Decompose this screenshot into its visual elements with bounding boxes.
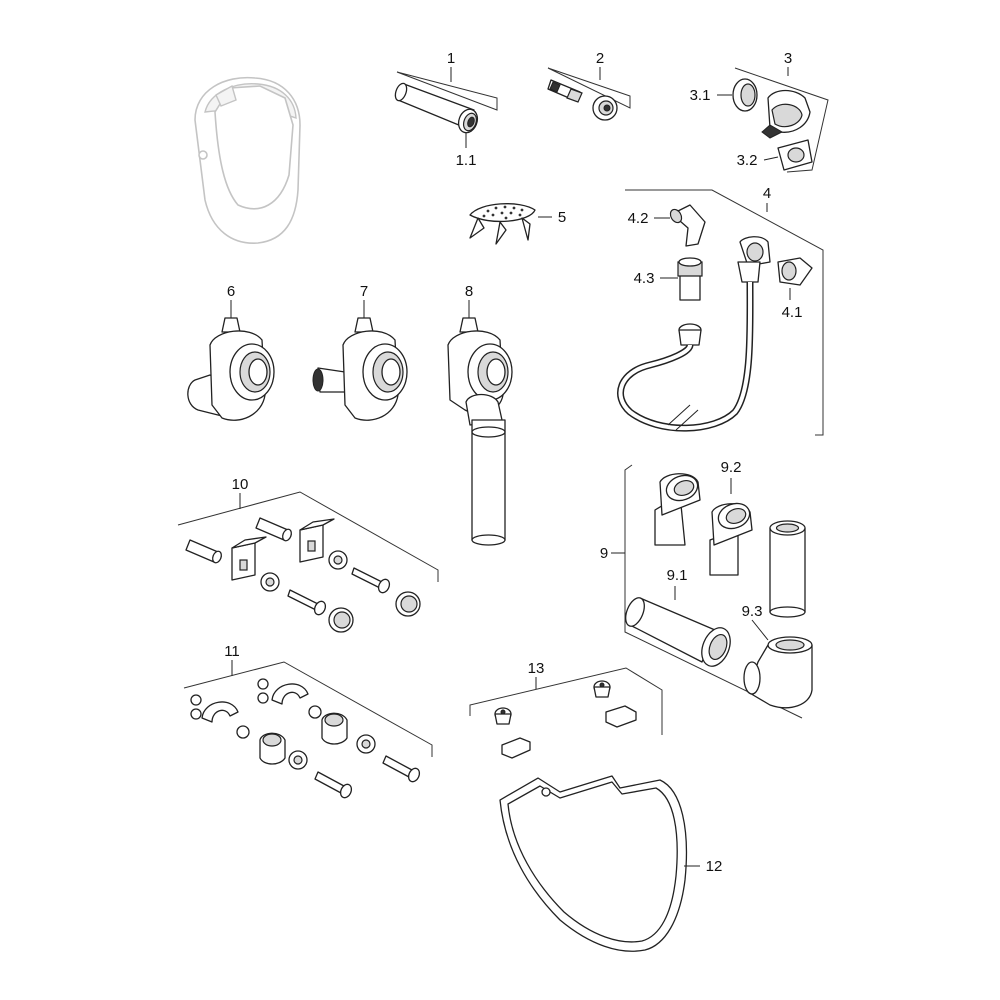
part-11-fixing-set: 11 xyxy=(183,643,433,799)
label-4: 4 xyxy=(763,185,771,202)
part-5-strainer: 5 xyxy=(469,203,566,245)
urinal-ghost-illustration xyxy=(194,76,301,244)
part-10-fixing-set: 10 xyxy=(177,476,439,633)
label-13: 13 xyxy=(528,660,545,677)
part-9-pipe-set: 9 9.1 9.2 9.3 xyxy=(600,459,813,719)
label-4-2: 4.2 xyxy=(628,210,649,227)
label-7: 7 xyxy=(360,283,368,300)
part-8-siphon-with-pipe: 8 xyxy=(447,283,513,546)
label-9: 9 xyxy=(600,545,608,562)
label-9-2: 9.2 xyxy=(721,459,742,476)
label-6: 6 xyxy=(227,283,235,300)
part-7-siphon: 7 xyxy=(312,283,408,421)
part-6-siphon: 6 xyxy=(187,283,275,421)
part-1-flush-pipe: 1 1.1 xyxy=(394,50,498,169)
label-3: 3 xyxy=(784,50,792,67)
part-2-connector-bolt: 2 xyxy=(547,50,631,121)
label-1-1: 1.1 xyxy=(456,152,477,169)
part-4-hose-set: 4 4.1 4.2 4.3 xyxy=(617,185,824,436)
label-12: 12 xyxy=(706,858,723,875)
label-1: 1 xyxy=(447,50,455,67)
label-4-3: 4.3 xyxy=(634,270,655,287)
part-12-cover: 12 xyxy=(499,775,723,952)
label-8: 8 xyxy=(465,283,473,300)
label-11: 11 xyxy=(224,643,240,660)
part-13-fittings: 13 xyxy=(469,660,663,759)
label-9-1: 9.1 xyxy=(667,567,688,584)
label-4-1: 4.1 xyxy=(782,304,803,321)
label-2: 2 xyxy=(596,50,604,67)
label-10: 10 xyxy=(232,476,249,493)
label-3-1: 3.1 xyxy=(690,87,711,104)
label-3-2: 3.2 xyxy=(737,152,758,169)
label-9-3: 9.3 xyxy=(742,603,763,620)
label-5: 5 xyxy=(558,209,566,226)
part-3-connector-set: 3 3.1 3.2 xyxy=(690,50,829,173)
